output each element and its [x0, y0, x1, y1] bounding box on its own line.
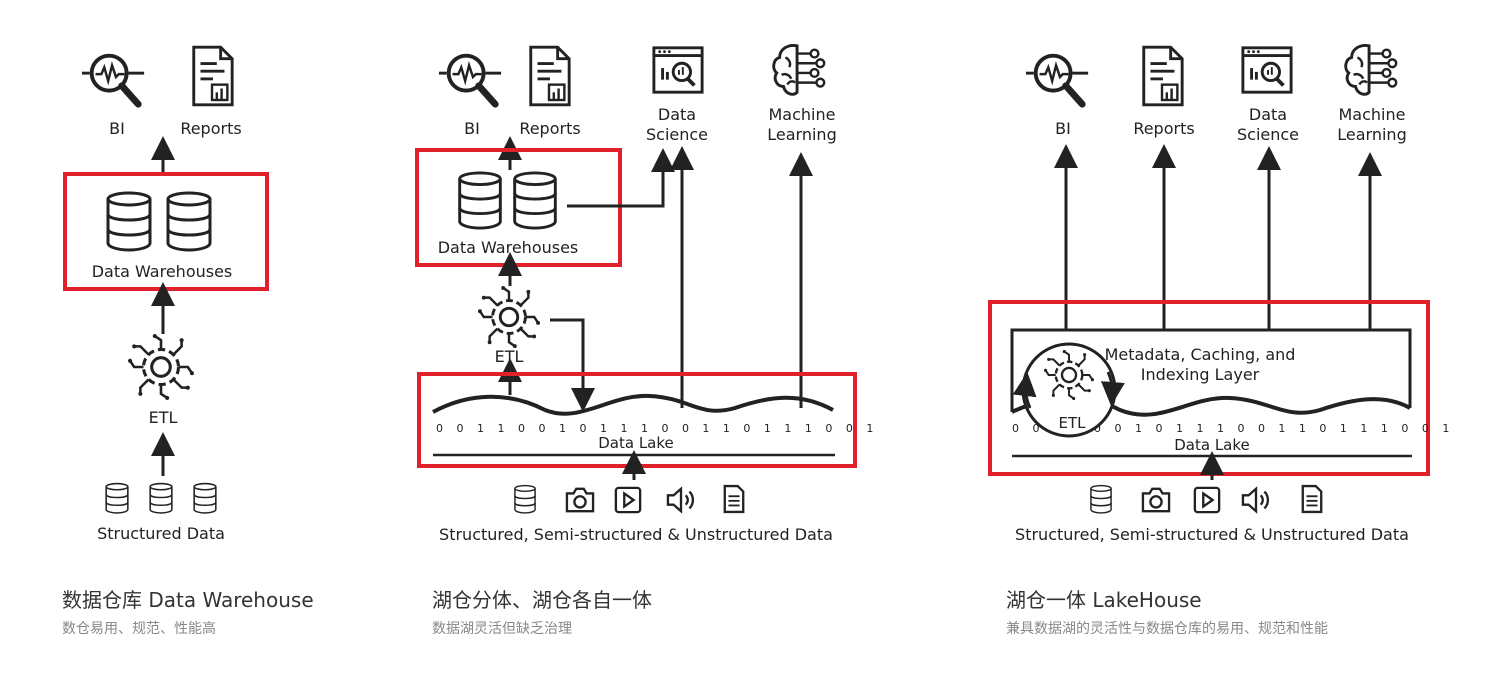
etl-cycle-arrow	[1012, 372, 1037, 409]
magnifier-chart-icon	[82, 56, 144, 105]
magnifier-chart-icon	[439, 56, 501, 105]
play-icon	[614, 486, 642, 514]
etl-label: ETL	[149, 408, 178, 427]
play-icon	[1193, 486, 1221, 514]
magnifier-chart-icon	[1026, 56, 1088, 105]
caption-desc: 兼具数据湖的灵活性与数据仓库的易用、规范和性能	[1006, 621, 1328, 637]
binary-strip: 0 0 1 1 0 0 1 0 1 1 1 0 0 1 1 0 1 1 1 0 …	[436, 422, 878, 435]
report-doc-icon	[529, 45, 571, 107]
browser-chart-icon	[651, 45, 705, 95]
caption-data-warehouse: 数据仓库 Data Warehouse 数仓易用、规范、性能高	[62, 584, 382, 638]
report-doc-icon	[192, 45, 234, 107]
document-icon	[723, 484, 745, 514]
warehouse-label: Data Warehouses	[92, 262, 233, 281]
database-icon	[514, 484, 536, 514]
database-icon	[458, 171, 502, 230]
etl-cycle-arrow	[1100, 371, 1125, 406]
database-icon	[513, 171, 557, 230]
consumer-label-reports: Reports	[519, 119, 580, 138]
document-icon	[1301, 484, 1323, 514]
caption-title: 数据仓库 Data Warehouse	[62, 588, 314, 612]
etl-gear-icon	[478, 286, 540, 348]
consumer-label-reports: Reports	[180, 119, 241, 138]
caption-desc: 数仓易用、规范、性能高	[62, 621, 216, 637]
etl-label: ETL	[1059, 414, 1087, 432]
source-label: Structured, Semi-structured & Unstructur…	[1015, 525, 1409, 544]
database-icon	[193, 482, 217, 514]
panel-data-warehouse: BI Reports Data Warehouses ETL Structure…	[63, 45, 269, 543]
database-icon	[149, 482, 173, 514]
browser-chart-icon	[1240, 45, 1294, 95]
caption-desc: 数据湖灵活但缺乏治理	[432, 621, 572, 637]
caption-title: 湖仓一体 LakeHouse	[1006, 588, 1202, 612]
caption-title: 湖仓分体、湖仓各自一体	[432, 588, 652, 612]
lake-label: Data Lake	[1174, 436, 1250, 454]
consumer-label-bi: BI	[464, 119, 480, 138]
lake-wave	[432, 393, 834, 416]
highlight-box-lake	[417, 372, 857, 468]
database-icon	[166, 191, 212, 252]
report-doc-icon	[1142, 45, 1184, 107]
caption-lakehouse: 湖仓一体 LakeHouse 兼具数据湖的灵活性与数据仓库的易用、规范和性能	[1006, 584, 1416, 638]
database-icon	[105, 482, 129, 514]
database-icon	[106, 191, 152, 252]
metadata-layer-frame	[1010, 328, 1412, 412]
arrow-etl-to-lake	[550, 318, 595, 412]
binary-strip: 0 0 1 1 0 0 1 0 1 1 1 0 0 1 1 0 1 1 1 0 …	[1012, 422, 1454, 435]
brain-circuit-icon	[772, 43, 826, 96]
caption-lake-and-warehouse: 湖仓分体、湖仓各自一体 数据湖灵活但缺乏治理	[432, 584, 792, 638]
camera-icon	[565, 487, 595, 513]
camera-icon	[1141, 487, 1171, 513]
consumer-label-bi: BI	[1055, 119, 1071, 138]
database-icon	[1090, 484, 1112, 514]
speaker-icon	[666, 487, 695, 513]
source-label: Structured Data	[97, 524, 225, 543]
etl-label: ETL	[495, 347, 524, 366]
consumer-label-bi: BI	[109, 119, 125, 138]
etl-gear-icon	[128, 334, 194, 400]
brain-circuit-icon	[1344, 43, 1398, 96]
warehouse-label: Data Warehouses	[438, 238, 579, 257]
consumer-label-reports: Reports	[1133, 119, 1194, 138]
source-label: Structured, Semi-structured & Unstructur…	[439, 525, 833, 544]
lake-label: Data Lake	[598, 434, 674, 452]
speaker-icon	[1241, 487, 1270, 513]
arrow-warehouse-to-data-science	[567, 148, 675, 208]
